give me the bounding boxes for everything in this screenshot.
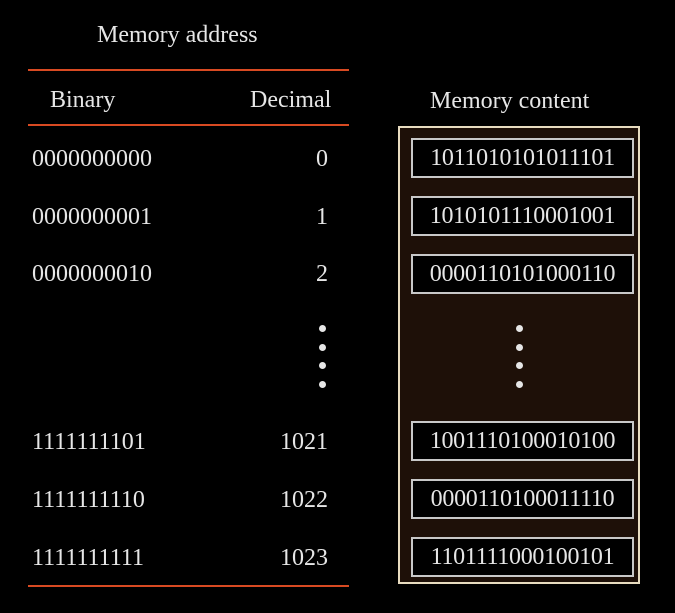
ellipsis-dot [516,362,523,369]
address-binary: 0000000010 [32,261,152,287]
memory-content-title: Memory content [430,88,590,114]
ellipsis-dot [319,381,326,388]
binary-header: Binary [50,87,116,113]
table-bottom-rule [28,585,349,587]
ellipsis-dot [319,344,326,351]
address-decimal: 1 [316,204,328,230]
address-decimal: 1023 [280,545,328,571]
ellipsis-dot [516,381,523,388]
ellipsis-dot [319,325,326,332]
address-binary: 0000000000 [32,146,152,172]
memory-word: 0000110101000110 [411,254,634,294]
address-decimal: 2 [316,261,328,287]
memory-word: 1011010101011101 [411,138,634,178]
ellipsis-dot [516,344,523,351]
address-binary: 1111111110 [32,487,145,513]
header-bottom-rule [28,124,349,126]
address-binary: 0000000001 [32,204,152,230]
ellipsis-dot [319,362,326,369]
memory-address-title: Memory address [97,22,258,48]
address-decimal: 1021 [280,429,328,455]
address-decimal: 1022 [280,487,328,513]
memory-word: 1010101110001001 [411,196,634,236]
address-binary: 1111111111 [32,545,144,571]
header-top-rule [28,69,349,71]
memory-word: 1001110100010100 [411,421,634,461]
address-binary: 1111111101 [32,429,146,455]
memory-word: 0000110100011110 [411,479,634,519]
ellipsis-dot [516,325,523,332]
address-decimal: 0 [316,146,328,172]
memory-word: 1101111000100101 [411,537,634,577]
decimal-header: Decimal [250,87,332,113]
